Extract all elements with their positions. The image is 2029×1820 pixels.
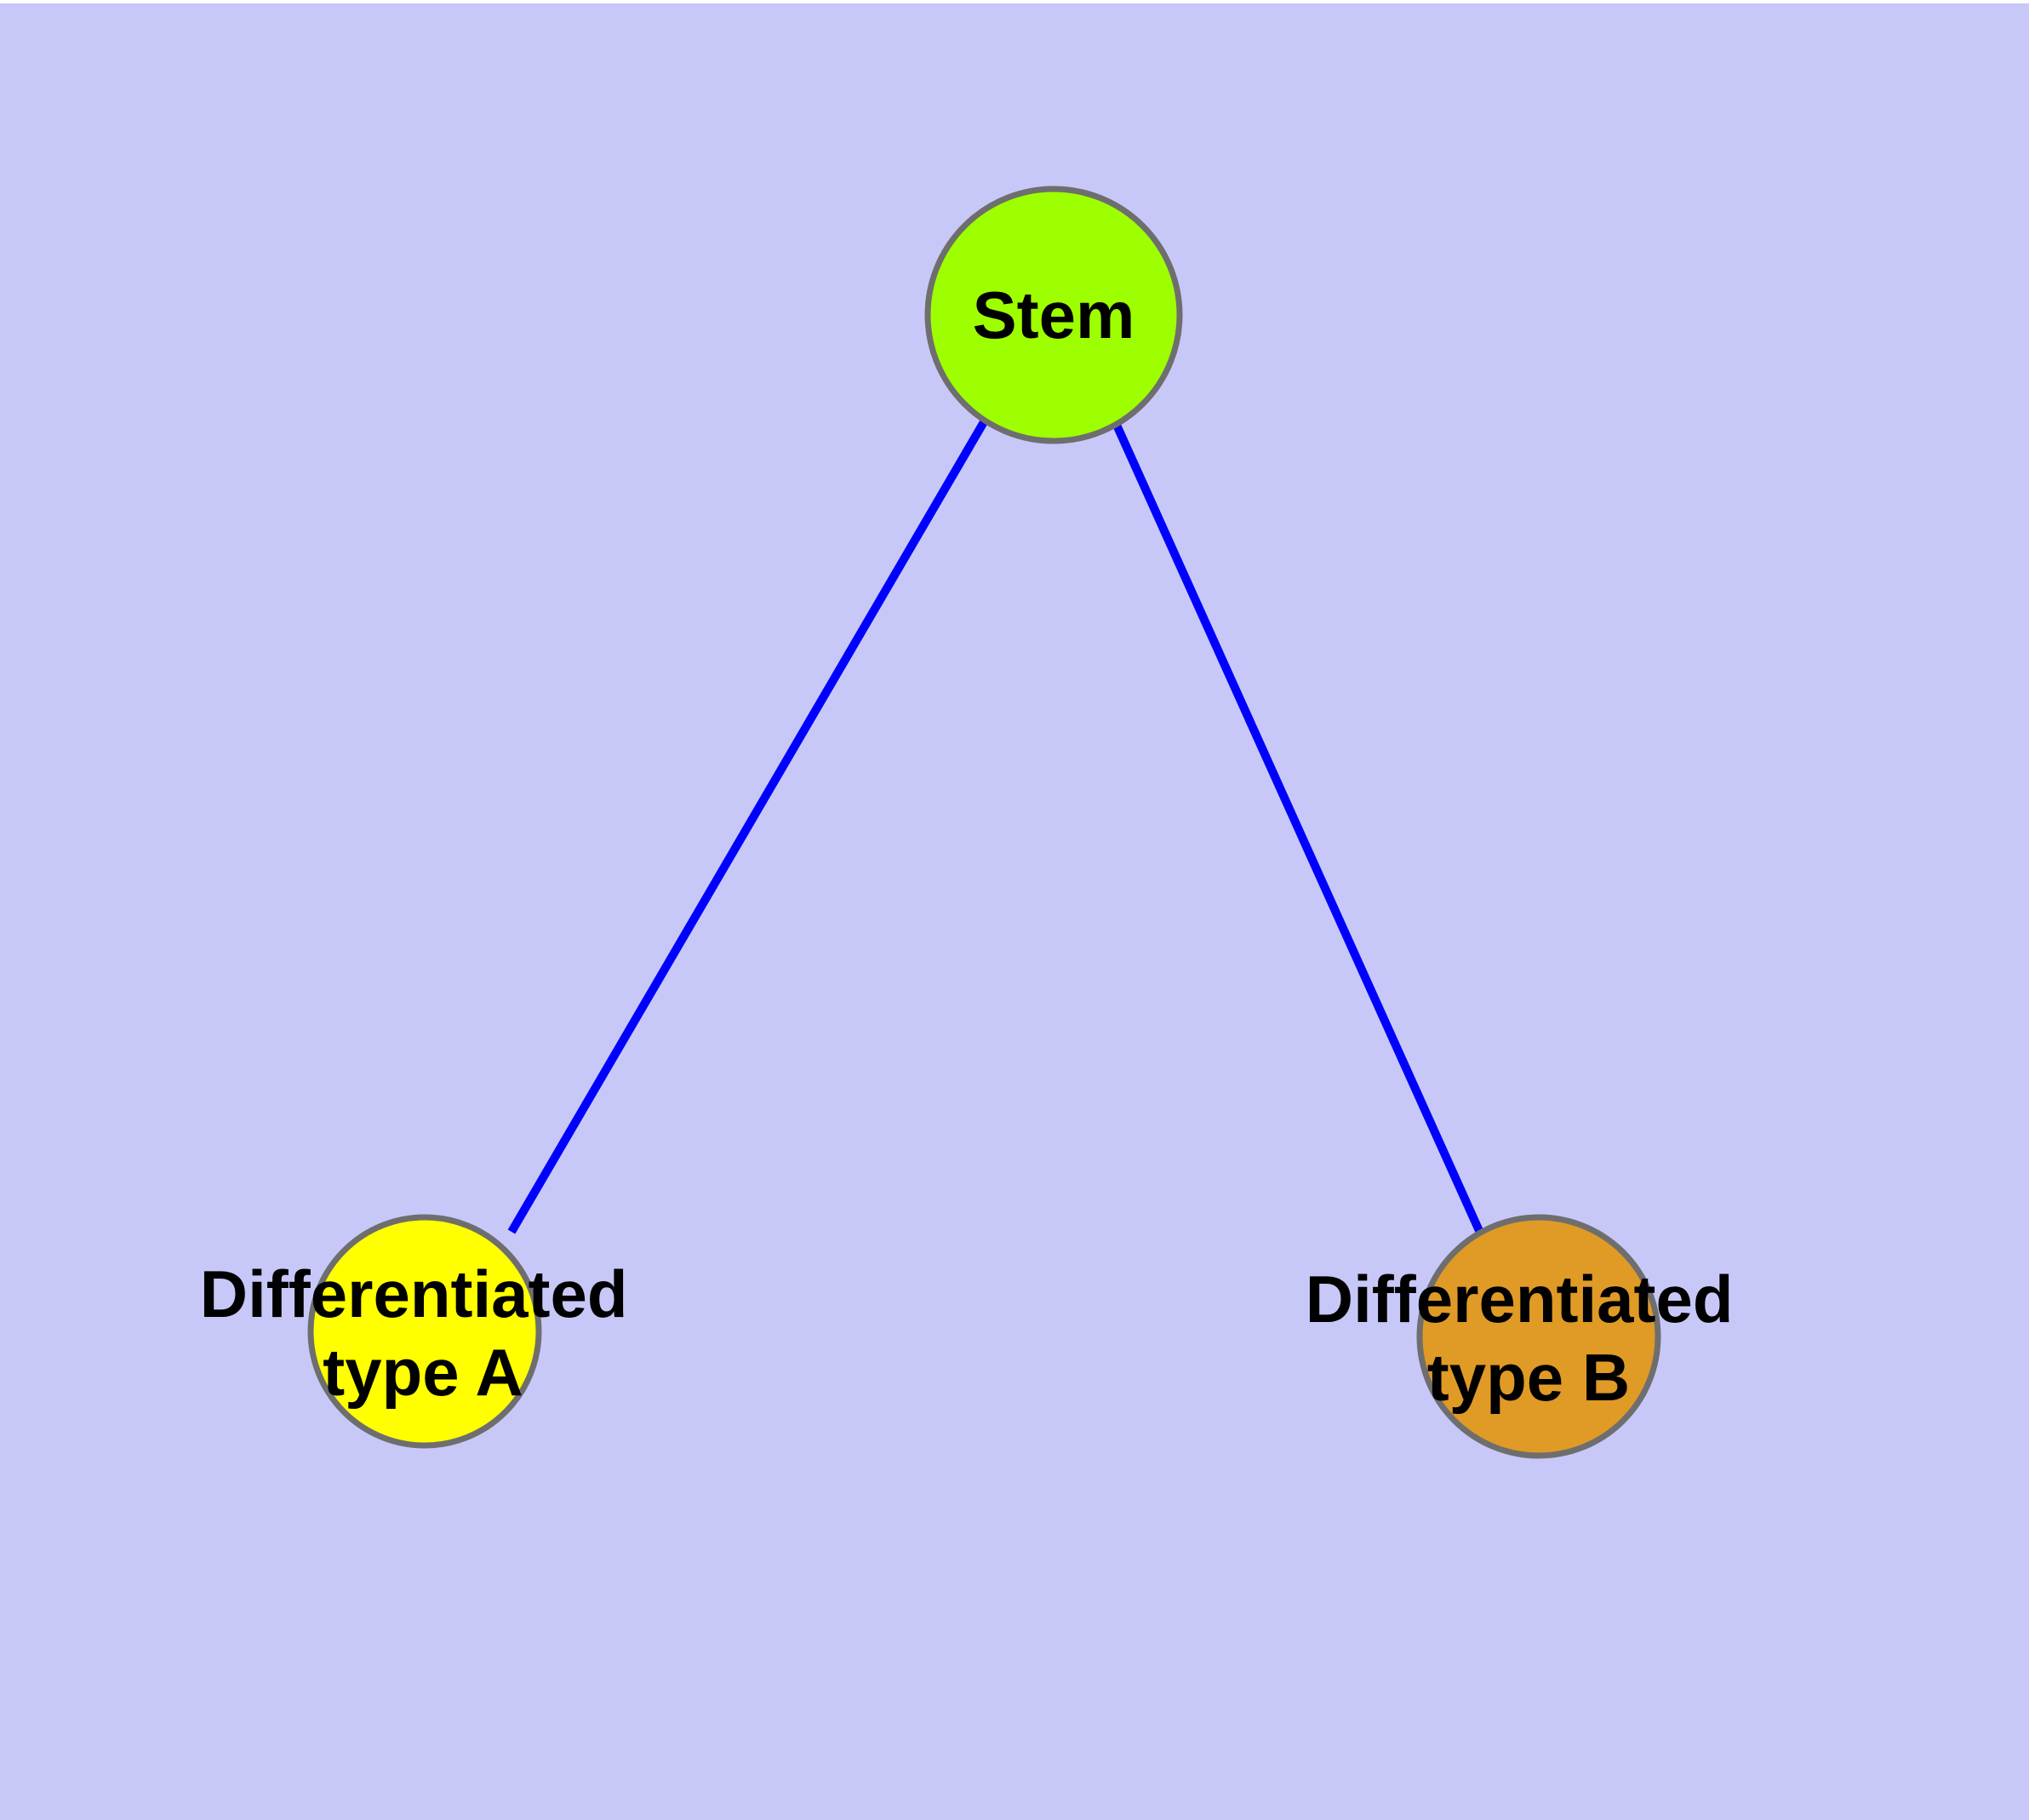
node-stem-label: Stem	[973, 278, 1135, 352]
edge-stem-to-differentiated-type-b[interactable]	[1112, 421, 1484, 1235]
edge-layer	[507, 418, 1484, 1235]
edge-stem-to-differentiated-type-a[interactable]	[507, 418, 989, 1234]
node-differentiated-type-b-label-line-1: Differentiated	[1306, 1262, 1734, 1336]
node-differentiated-type-a-label-line-1: Differentiated	[200, 1256, 628, 1331]
node-differentiated-type-b-circle[interactable]	[1416, 1214, 1661, 1459]
node-stem[interactable]: Stem	[924, 186, 1183, 444]
node-differentiated-type-a-label-line-2: type A	[323, 1335, 523, 1410]
node-stem-circle[interactable]	[924, 186, 1183, 444]
node-differentiated-type-a-label: Differentiated type A	[200, 1256, 646, 1410]
node-differentiated-type-b[interactable]: Differentiated type B	[1306, 1214, 1752, 1459]
node-differentiated-type-a[interactable]: Differentiated type A	[200, 1214, 646, 1449]
node-differentiated-type-a-circle[interactable]	[307, 1214, 542, 1449]
node-differentiated-type-b-label-line-2: type B	[1427, 1340, 1630, 1415]
node-stem-label-line-1: Stem	[973, 278, 1135, 352]
node-differentiated-type-b-label: Differentiated type B	[1306, 1262, 1752, 1415]
